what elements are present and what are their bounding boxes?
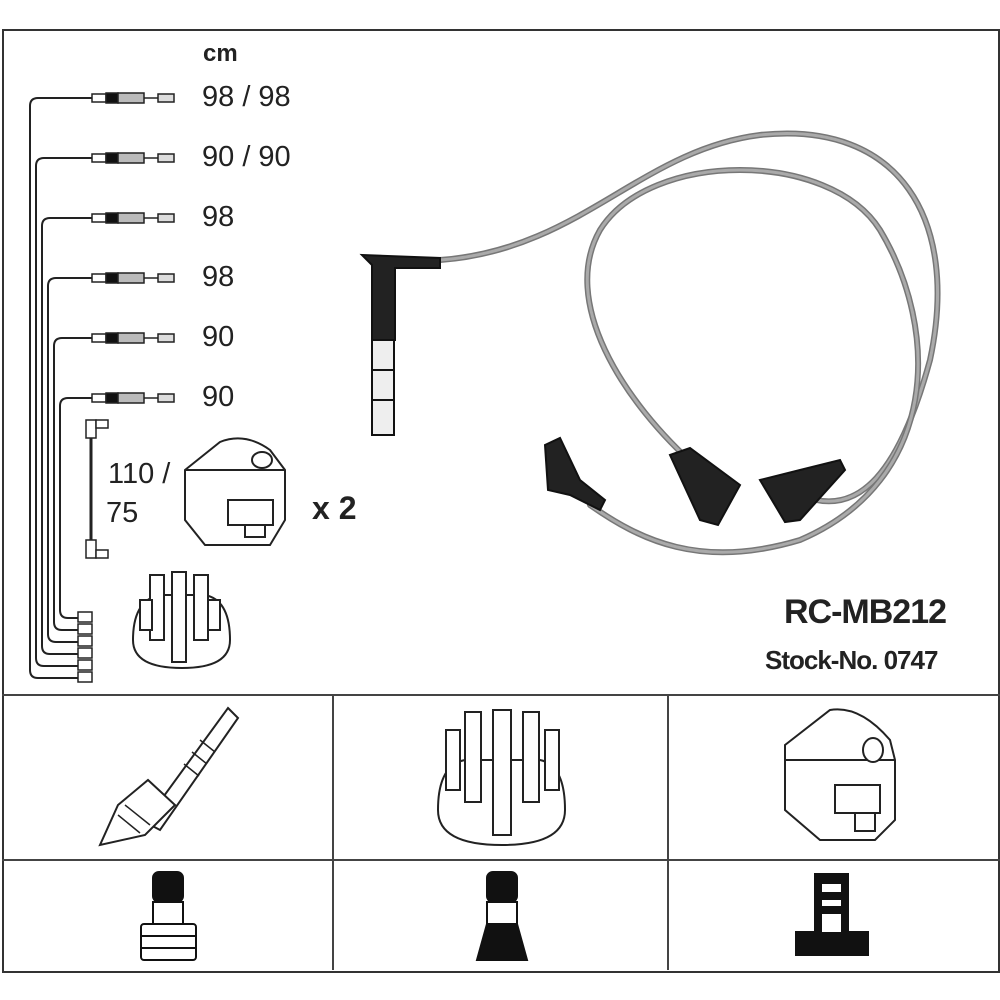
- coil-cable: [85, 419, 109, 559]
- cable-length-4: 98: [202, 261, 235, 293]
- spark-plug-icon: [98, 706, 240, 847]
- cap-terminals: [77, 611, 93, 683]
- unit-label: cm: [203, 40, 238, 67]
- part-number: RC-MB212: [784, 593, 947, 631]
- coil-quantity: x 2: [312, 490, 357, 526]
- cable-length-2: 90 / 90: [202, 141, 291, 173]
- stock-number: Stock-No. 0747: [765, 645, 938, 675]
- column-divider: [667, 694, 669, 970]
- terminal-type-3-icon: [795, 873, 869, 956]
- connector: [91, 332, 175, 344]
- connector: [91, 152, 175, 164]
- section-divider: [2, 694, 1000, 696]
- column-divider: [332, 694, 334, 970]
- ignition-coil-small: [184, 437, 286, 546]
- connector: [91, 392, 175, 404]
- ignition-cables: [437, 130, 941, 556]
- row-divider: [2, 859, 1000, 861]
- coil-cable-length-2: 75: [106, 497, 139, 529]
- cable-harness: [29, 97, 92, 679]
- diagram-frame: [2, 29, 1000, 973]
- terminal-type-1-icon: [140, 871, 197, 961]
- cable-length-6: 90: [202, 381, 235, 413]
- coil-cable-length-1: 110 /: [108, 458, 171, 490]
- terminal-type-2-icon: [475, 871, 529, 961]
- connector: [91, 212, 175, 224]
- cable-length-1: 98 / 98: [202, 81, 291, 113]
- ignition-coil-icon: [784, 708, 896, 841]
- connector: [91, 92, 175, 104]
- cable-length-5: 90: [202, 321, 235, 353]
- connectors: [77, 92, 175, 683]
- connector: [91, 272, 175, 284]
- distributor-cap-icon: [436, 709, 567, 847]
- cable-length-3: 98: [202, 201, 235, 233]
- spark-plug-boots: [359, 253, 847, 527]
- terminal-type-icons: [140, 871, 869, 961]
- distributor-cap-small: [131, 571, 232, 670]
